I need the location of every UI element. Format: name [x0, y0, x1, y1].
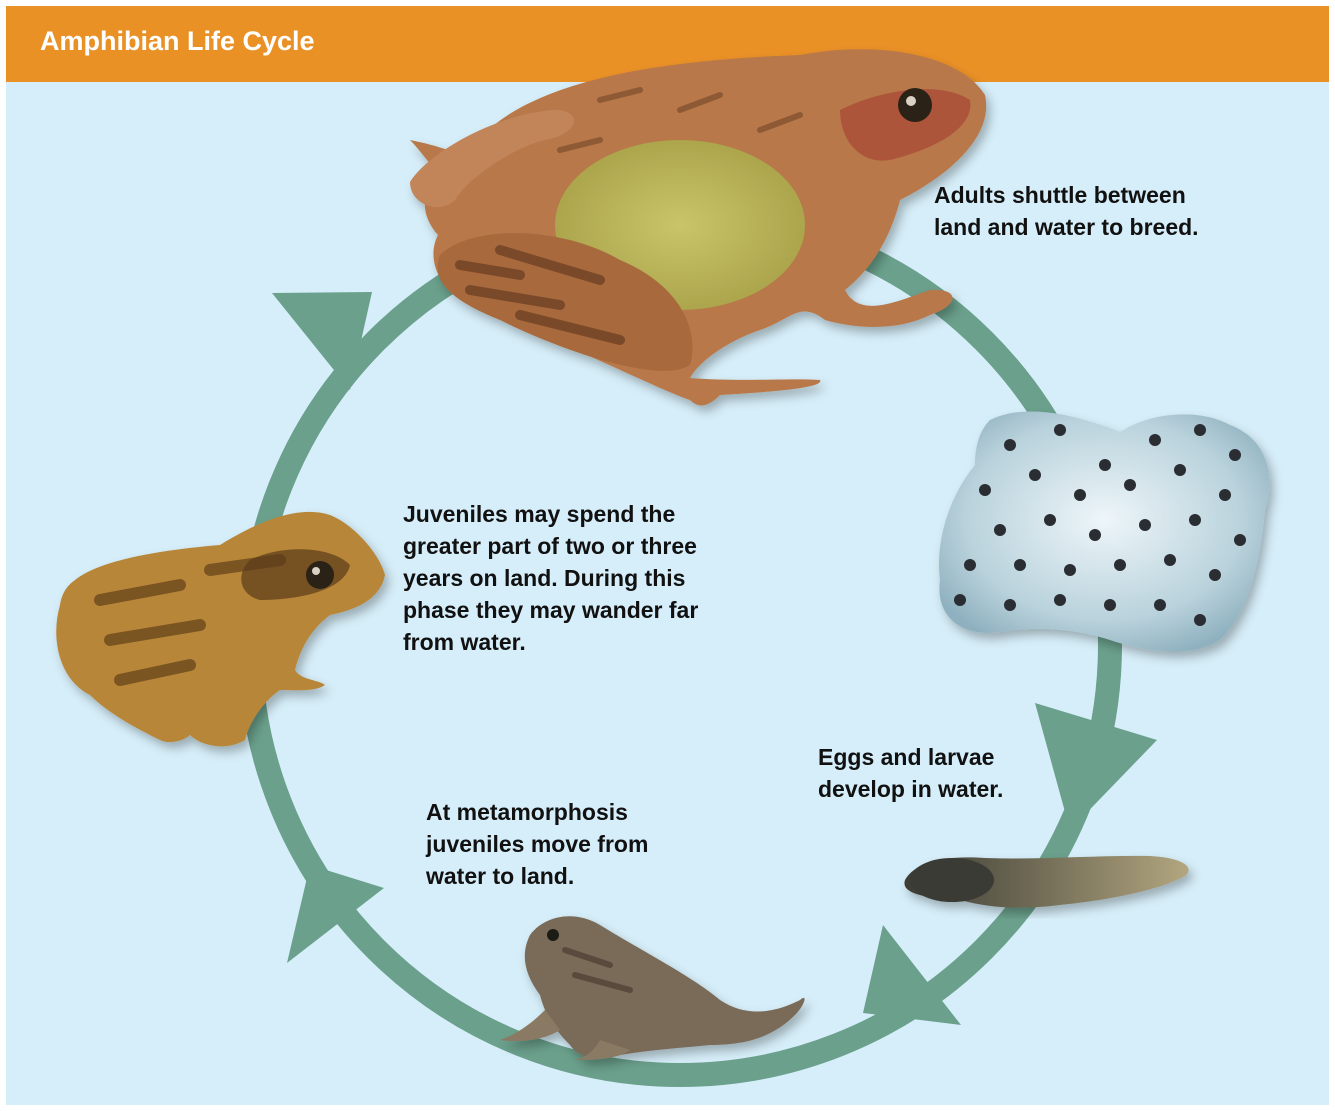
caption-line: At metamorphosis [426, 796, 648, 828]
caption-line: greater part of two or three [403, 530, 698, 562]
frog-spawn-image [939, 412, 1269, 652]
caption-line: years on land. During this [403, 562, 698, 594]
caption-line: juveniles move from [426, 828, 648, 860]
caption-line: land and water to breed. [934, 211, 1199, 243]
eggs-larvae-caption: Eggs and larvae develop in water. [818, 741, 1003, 805]
caption-line: develop in water. [818, 773, 1003, 805]
juvenile-frog-image [56, 512, 385, 746]
arrow-right-down-icon [1035, 703, 1157, 830]
caption-line: Juveniles may spend the [403, 498, 698, 530]
caption-line: phase they may wander far [403, 594, 698, 626]
caption-line: Adults shuttle between [934, 179, 1199, 211]
caption-line: water to land. [426, 860, 648, 892]
metamorphosis-caption: At metamorphosis juveniles move from wat… [426, 796, 648, 892]
tadpole-image [904, 856, 1188, 908]
adult-stage-caption: Adults shuttle between land and water to… [934, 179, 1199, 243]
caption-line: from water. [403, 626, 698, 658]
froglet-with-tail-image [500, 916, 805, 1060]
juvenile-stage-caption: Juveniles may spend the greater part of … [403, 498, 698, 658]
adult-frog-image [410, 49, 986, 405]
caption-line: Eggs and larvae [818, 741, 1003, 773]
